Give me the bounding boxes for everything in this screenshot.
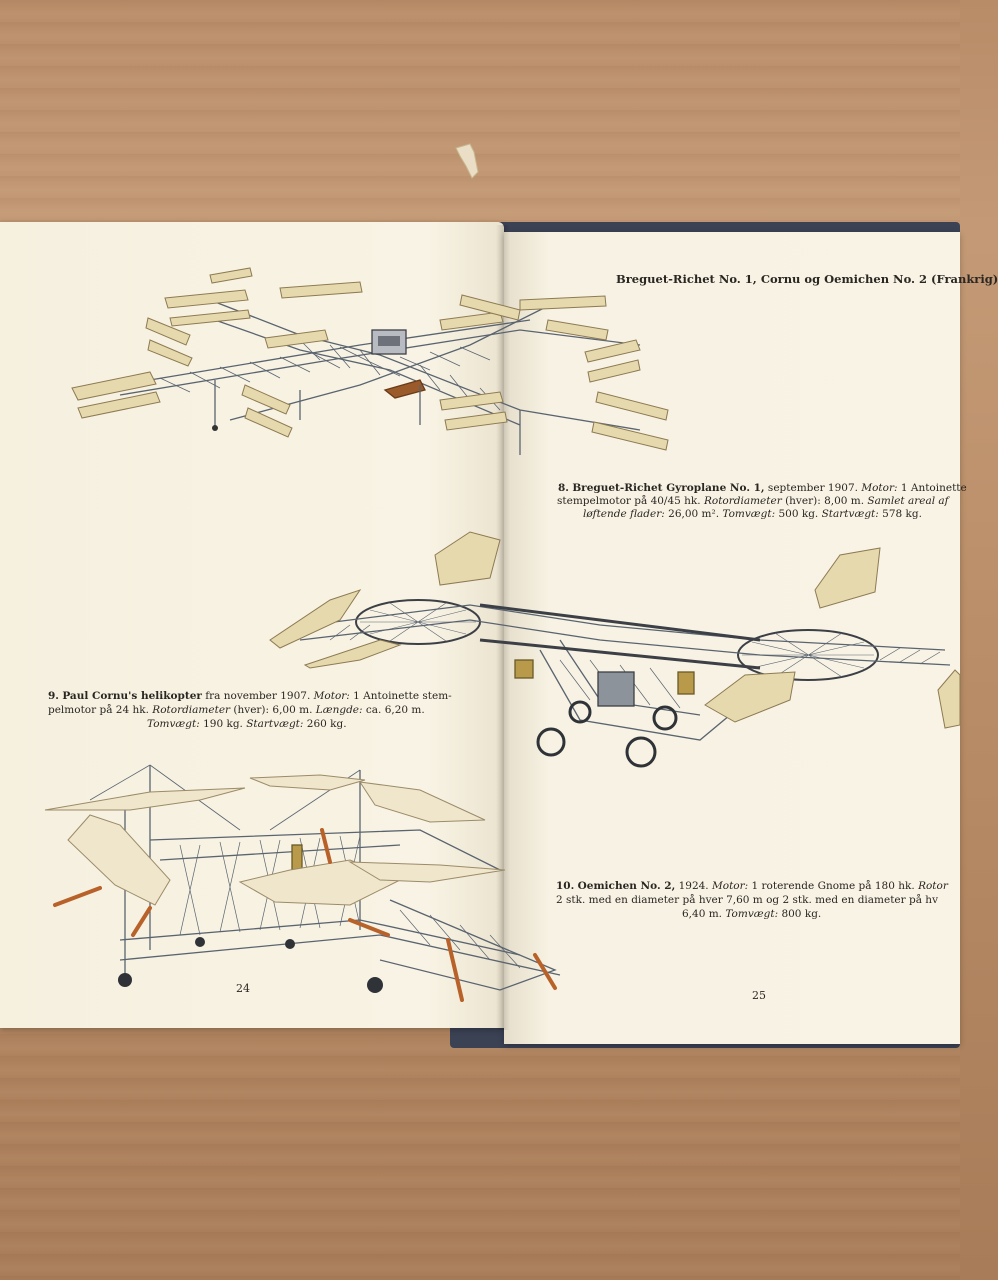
caption-9-date: fra november 1907. [201,690,314,702]
book-spine-shadow [496,225,510,1030]
cornu-helicopter-drawing [299,599,951,741]
oemichen-no2-drawing [89,764,561,993]
aircraft-illustrations [44,267,961,1002]
cornu-helicopter-lifting-surfaces [269,531,961,729]
caption-8-line-1: 8. Breguet-Richet Gyroplane No. 1, septe… [558,482,967,495]
caption-10-number: 10. [556,880,575,892]
caption-8-engine: stempelmotor på 40/45 hk. [557,495,704,507]
caption-10-motor-label: Motor: [712,880,749,892]
caption-9-line-1: 9. Paul Cornu's helikopter fra november … [48,690,452,703]
caption-10-line-3: 6,40 m. Tomvægt: 800 kg. [682,908,821,921]
caption-10-line-2: 2 stk. med en diameter på hver 7,60 m og… [556,894,939,906]
caption-9-rotor-label: Rotordiameter [152,704,231,716]
caption-9-empty-value: 190 kg. [199,718,247,730]
caption-10-date: 1924. [675,880,712,892]
caption-9-rotor-value: (hver): 6,00 m. [230,704,316,716]
caption-8-area-value: 26,00 m². [664,508,723,520]
wood-chip [455,143,479,179]
caption-8-empty-value: 500 kg. [775,508,822,520]
caption-9-start-value: 260 kg. [303,718,347,730]
caption-8-rotor-label: Rotordiameter [703,495,782,507]
page-header-title: Breguet-Richet No. 1, Cornu og Oemichen … [616,272,998,286]
caption-10-empty-value: 800 kg. [778,908,822,920]
caption-10-empty-label: Tomvægt: [725,908,779,920]
caption-10-motor-value: 1 roterende Gnome på 180 hk. [748,880,919,892]
caption-9-line-2: pelmotor på 24 hk. Rotordiameter (hver):… [48,704,425,717]
breguet-richet-gyroplane-drawing [119,299,641,455]
cornu-helicopter-wheels [536,700,678,768]
caption-10-line-1: 10. Oemichen No. 2, 1924. Motor: 1 roter… [556,880,948,893]
caption-9-start-label: Startvægt: [246,718,304,730]
breguet-richet-wing-panels [71,267,669,451]
oemichen-no2-propellers [53,828,557,1002]
caption-9-length-value: ca. 6,20 m. [362,704,425,716]
caption-8-start-value: 578 kg. [878,508,922,520]
caption-10-rotor-label: Rotor [918,880,948,892]
caption-8-area-label-cont: løftende flader: [583,508,665,520]
caption-10-diameter: 6,40 m. [682,908,726,920]
left-page-number: 24 [236,982,250,995]
caption-8-date: september 1907. [764,482,862,494]
caption-10-title: Oemichen No. 2, [577,880,676,892]
caption-8-rotor-value: (hver): 8,00 m. [781,495,868,507]
caption-8-motor-value: 1 Antoinette [897,482,967,494]
caption-9-engine: pelmotor på 24 hk. [48,704,153,716]
caption-8-motor-label: Motor: [861,482,898,494]
caption-8-area-label: Samlet areal af [867,495,949,507]
caption-9-length-label: Længde: [315,704,363,716]
caption-8-number: 8. [558,482,569,494]
caption-9-empty-label: Tomvægt: [147,718,200,730]
right-page-number: 25 [752,989,766,1002]
caption-9-line-3: Tomvægt: 190 kg. Startvægt: 260 kg. [147,718,347,731]
caption-8-title: Breguet-Richet Gyroplane No. 1, [572,482,765,494]
caption-9-number: 9. [48,690,59,702]
oemichen-no2-rotor-blades [44,774,506,906]
caption-9-title: Paul Cornu's helikopter [62,690,202,702]
caption-9-motor-value: 1 Antoinette stem- [349,690,452,702]
caption-8-start-label: Startvægt: [821,508,879,520]
caption-8-line-2: stempelmotor på 40/45 hk. Rotordiameter … [557,495,949,508]
caption-8-line-3: løftende flader: 26,00 m². Tomvægt: 500 … [583,508,922,521]
caption-9-motor-label: Motor: [313,690,350,702]
caption-8-empty-label: Tomvægt: [722,508,776,520]
